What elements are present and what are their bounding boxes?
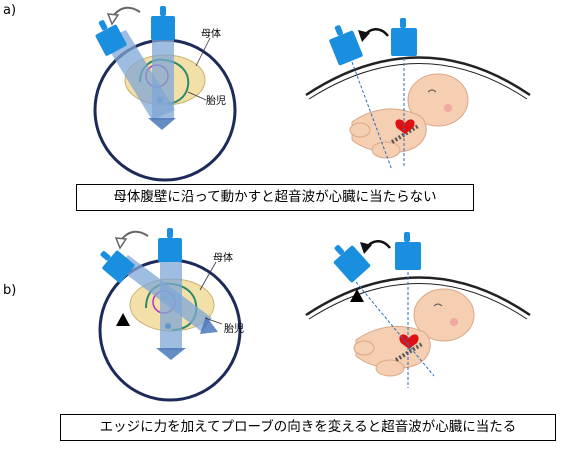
edge-pressure-marker-b-right (350, 289, 364, 302)
label-fetus-b: 胎児 (224, 322, 244, 335)
spine-b (394, 342, 424, 362)
beam-tip-a (148, 118, 176, 130)
probe-tilted-a-right (329, 25, 363, 66)
fetus-outline-a (139, 58, 190, 105)
fetus-figure-a (349, 73, 469, 159)
beam-tip-vertical-b (156, 348, 186, 360)
panel-label-b: b) (3, 283, 17, 298)
abdominal-wall-b (305, 276, 531, 317)
label-maternal-b: 母体 (213, 252, 233, 264)
abdominal-wall-a (305, 56, 531, 97)
spine-a (390, 124, 420, 144)
callout-fetus-a (187, 91, 207, 101)
abdominal-wall-inner-b (308, 283, 528, 320)
callout-fetus-b (204, 317, 223, 325)
panel-b-cross-section: 母体 胎児 (98, 228, 244, 402)
probe-vertical-b-right (395, 232, 421, 270)
label-maternal-a: 母体 (201, 28, 221, 40)
beam-line-angled-a (351, 61, 393, 171)
panel-a-cross-section: 母体 胎児 (93, 6, 237, 182)
beam-line-angled-b (355, 281, 435, 377)
probe-vertical-a-right (391, 18, 417, 56)
edge-pressure-marker-b (116, 313, 130, 326)
probe-tilted-a (95, 20, 127, 56)
heart-a (395, 119, 415, 134)
probe-vertical-b (158, 228, 182, 262)
beam-vertical-b (160, 262, 182, 350)
probe-tilted-b (100, 250, 135, 283)
callout-maternal-b (199, 261, 217, 291)
abdominal-wall-inner-a (308, 63, 528, 100)
probe-vertical-a (151, 6, 175, 40)
caption-b: エッジに力を加えてプローブの向きを変えると超音波が心臓に当たる (60, 414, 556, 441)
beam-tip-angled-b (200, 316, 218, 334)
beam-vertical-a (152, 40, 174, 120)
caption-a: 母体腹壁に沿って動かすと超音波が心臓に当たらない (76, 184, 474, 211)
panel-a-side-view (305, 18, 531, 171)
panel-b-side-view (305, 232, 531, 388)
rotate-arrowhead-b (114, 237, 128, 250)
panel-label-a: a) (3, 3, 17, 18)
rotate-arrowhead-a-right (358, 30, 370, 42)
probe-tilted-b-right (333, 244, 371, 283)
callout-maternal-a (195, 37, 211, 67)
heart-b (399, 334, 419, 349)
rotate-arrowhead-b-right (360, 242, 372, 254)
rotate-arrowhead-a (106, 13, 120, 26)
label-fetus-a: 胎児 (206, 94, 226, 107)
